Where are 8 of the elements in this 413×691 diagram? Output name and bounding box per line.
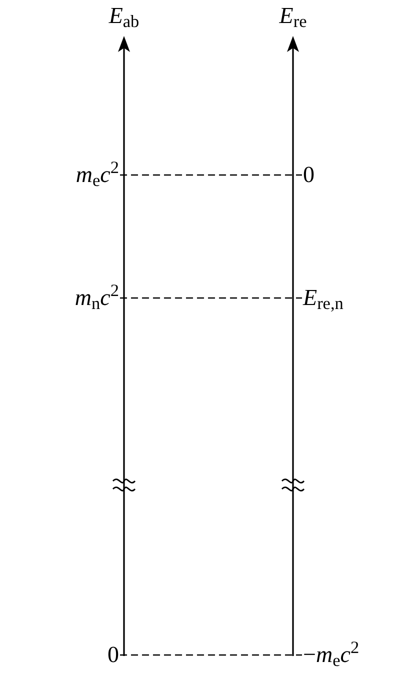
axis-title: E$_{ab}$: [108, 2, 140, 30]
level-label: m$_{n}$c$^{2}$: [74, 284, 120, 312]
axis-title: E$_{re}$: [279, 2, 307, 30]
level-label: −m$_{e}$c$^{2}$: [302, 641, 360, 669]
dashed-line: [120, 297, 302, 299]
dashed-line: [120, 654, 302, 656]
level-label: m$_{e}$c$^{2}$: [74, 161, 120, 189]
dashed-line: [120, 174, 302, 176]
